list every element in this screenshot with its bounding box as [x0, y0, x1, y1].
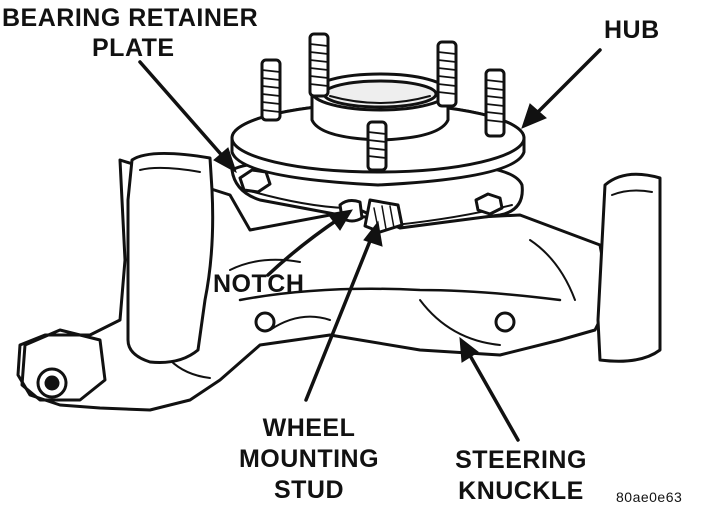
stud-3: [436, 40, 458, 108]
label-bearing-retainer-plate-line2: PLATE: [92, 34, 175, 62]
arrow-notch: [266, 209, 353, 277]
knuckle-right-upright: [596, 172, 662, 363]
label-notch: NOTCH: [213, 270, 305, 298]
arrow-bearing-retainer-plate: [138, 60, 237, 174]
label-wheel-mounting-stud-line1: WHEEL: [262, 414, 356, 442]
stud-1: [260, 58, 282, 122]
label-steering-knuckle-line2: KNUCKLE: [458, 477, 584, 505]
arrow-wheel-mounting-stud: [304, 220, 383, 402]
stud-2: [308, 32, 330, 98]
figure-code: 80ae0e63: [616, 489, 683, 505]
knuckle-left-upright: [126, 151, 215, 364]
label-wheel-mounting-stud: WHEEL MOUNTING STUD: [224, 416, 394, 503]
label-steering-knuckle-line1: STEERING: [455, 446, 587, 474]
label-steering-knuckle: STEERING KNUCKLE: [446, 448, 596, 504]
label-wheel-mounting-stud-line3: STUD: [273, 476, 345, 504]
label-wheel-mounting-stud-line2: MOUNTING: [238, 445, 380, 473]
wheel-studs: [260, 32, 506, 172]
label-bearing-retainer-plate-line1: BEARING RETAINER: [2, 4, 259, 32]
label-hub: HUB: [604, 16, 660, 44]
stud-4: [484, 68, 506, 138]
arrow-hub: [521, 48, 602, 129]
arrow-steering-knuckle: [459, 336, 520, 442]
stud-5: [366, 120, 388, 172]
